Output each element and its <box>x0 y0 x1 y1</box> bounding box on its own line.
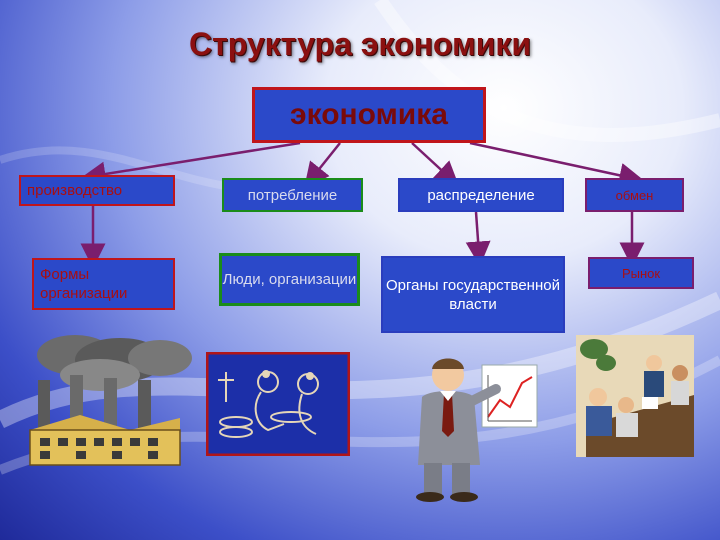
meeting-clipart <box>576 335 694 457</box>
connector-distribution-detail <box>465 211 491 267</box>
node-distribution: распределение <box>398 178 564 212</box>
connector-production <box>80 141 301 187</box>
connector-exchange <box>469 141 645 188</box>
node-production: производство <box>19 175 175 206</box>
node-consumption: потребление <box>222 178 363 212</box>
presenter-chart-clipart <box>416 358 538 502</box>
connector-distribution <box>411 142 460 187</box>
node-consumption-detail: Люди, организации <box>219 253 360 306</box>
connector-consumption <box>304 142 341 188</box>
slide-title: Структура экономики <box>188 26 532 62</box>
dining-people-clipart <box>206 352 350 456</box>
node-exchange-detail: Рынок <box>588 257 694 289</box>
factory-clipart <box>29 335 192 466</box>
node-exchange: обмен <box>585 178 684 212</box>
root-node: экономика <box>252 87 486 143</box>
node-production-detail: Формы организации <box>32 258 175 310</box>
node-distribution-detail: Органы государственной власти <box>381 256 565 333</box>
